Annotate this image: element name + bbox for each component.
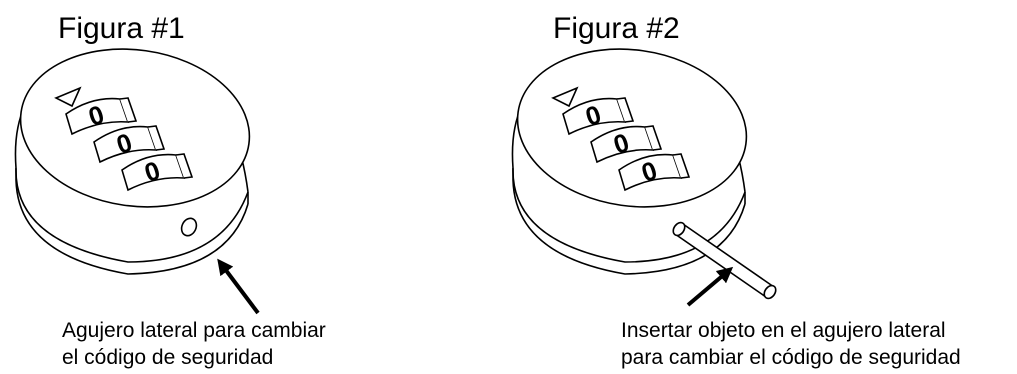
figure-1-caption: Agujero lateral para cambiar el código d…: [62, 317, 326, 371]
inserted-pin: [672, 221, 777, 300]
triangle-marker-2: [551, 86, 579, 108]
arrow-2: [686, 266, 734, 307]
figure-1-caption-line: Agujero lateral para cambiar: [62, 319, 326, 342]
dial-wheel-2-2: [590, 125, 663, 164]
dial-wheel-2-3: [618, 153, 691, 192]
dial-wheel-1-3: [121, 153, 194, 192]
figure-1-caption-line: el código de seguridad: [62, 346, 274, 369]
combination-lock-2: [511, 48, 777, 300]
figure-1-title: Figura #1: [58, 12, 185, 45]
dial-wheel-1-2: [93, 125, 166, 164]
arrow-1: [217, 258, 260, 315]
figure-2-caption-line: para cambiar el código de seguridad: [621, 346, 961, 369]
triangle-marker-1: [54, 86, 82, 108]
figure-2-caption-line: Insertar objeto en el agujero lateral: [621, 319, 946, 342]
figure-2-title: Figura #2: [553, 12, 680, 45]
side-hole: [180, 217, 198, 237]
combination-lock-1: [14, 48, 251, 275]
dial-wheel-2-1: [562, 97, 635, 136]
dial-wheel-1-1: [65, 97, 138, 136]
figure-2-caption: Insertar objeto en el agujero lateral pa…: [621, 317, 961, 371]
